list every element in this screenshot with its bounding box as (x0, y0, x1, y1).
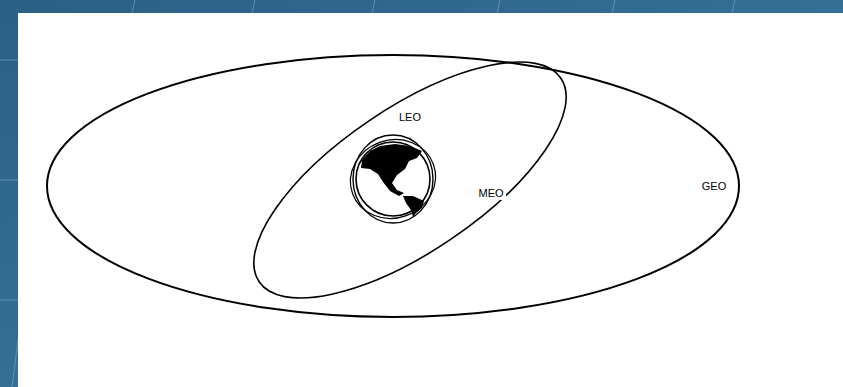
orbit-label: MEO (476, 187, 505, 200)
leo-orbit (339, 128, 446, 231)
orbit-label: LEO (397, 111, 423, 124)
white-panel (18, 13, 843, 387)
geo-orbit (47, 55, 739, 317)
earth (356, 142, 430, 216)
meo-orbit (219, 19, 601, 342)
south-america (403, 196, 424, 217)
orbit-label: GEO (700, 180, 728, 193)
north-america (361, 144, 422, 196)
